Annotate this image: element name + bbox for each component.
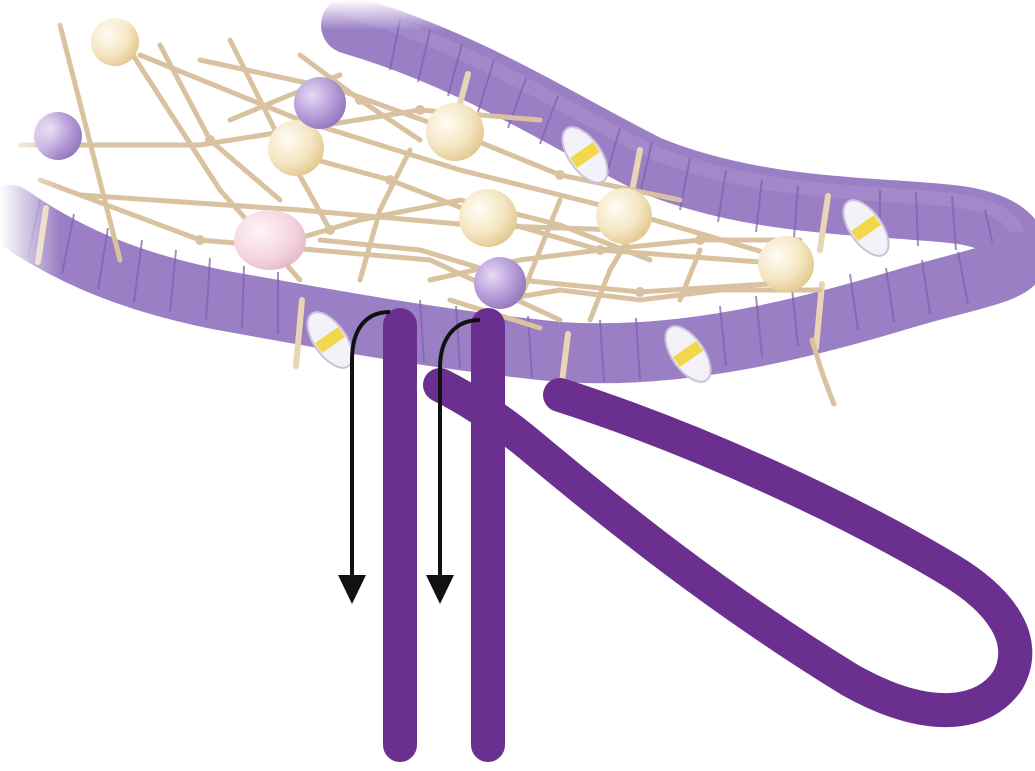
left-fade	[0, 0, 60, 400]
cord-loop	[400, 325, 1015, 745]
amethyst-bead	[474, 257, 526, 309]
pearl-bead	[758, 236, 814, 292]
rose-bead	[234, 210, 306, 270]
pearl-bead	[596, 188, 652, 244]
pearl-bead	[426, 103, 484, 161]
amethyst-bead	[294, 77, 346, 129]
top-fade	[0, 0, 520, 30]
pearl-bead	[459, 189, 517, 247]
